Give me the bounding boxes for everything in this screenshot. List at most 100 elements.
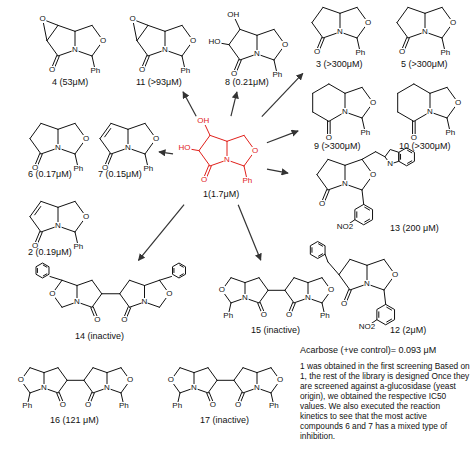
atom-label: N	[387, 160, 394, 168]
atom-label: N	[72, 46, 79, 54]
bond-line	[160, 277, 172, 281]
compound: ONOPhONOPh17 (inactive)	[160, 352, 295, 432]
atom-label: O	[234, 401, 241, 409]
bond-line	[317, 159, 328, 174]
atom-label: N	[342, 180, 349, 188]
bond-line	[365, 207, 370, 210]
bond-line	[245, 278, 259, 283]
atom-label: O	[410, 134, 417, 142]
reaction-arrow	[138, 205, 184, 261]
atom-label: O	[391, 271, 398, 279]
compound-label: 16 (121 μM)	[50, 416, 99, 426]
bond-line	[234, 368, 243, 381]
compound: ONOPh5 (>300μM)	[385, 2, 465, 72]
compound-label: 7 (0.15μM)	[98, 170, 142, 180]
atom-label: N	[337, 28, 344, 36]
atom-label: Ph	[90, 67, 101, 75]
compound: ONONO212 (2μM)	[295, 240, 435, 340]
bond-line	[210, 135, 227, 141]
bond-line	[47, 41, 58, 56]
atom-label: Ph	[242, 177, 253, 185]
structure-drawing	[290, 140, 470, 240]
compound-label: 12 (2μM)	[390, 326, 426, 336]
bond-line	[398, 84, 414, 93]
bond-line	[148, 25, 165, 31]
bond-line	[362, 190, 364, 204]
bond-line	[208, 368, 217, 381]
atom-label: N	[162, 46, 169, 54]
atom-label: O	[200, 176, 207, 184]
atom-label: O	[449, 19, 456, 27]
bond-line	[105, 129, 111, 137]
bond-line	[234, 380, 243, 393]
atom-label: N	[125, 144, 132, 152]
bond-line	[199, 151, 210, 166]
benzene-ring	[355, 204, 373, 224]
bond-line	[408, 150, 412, 152]
bond-line	[67, 380, 84, 381]
bond-line	[397, 23, 408, 38]
compound-label: 13 (200 μM)	[390, 224, 439, 234]
bond-line	[84, 380, 93, 393]
bond-line	[425, 7, 442, 13]
atom-label: Ph	[118, 402, 129, 410]
compound: ONOPh2 (0.19μM)	[18, 190, 90, 260]
bond-line	[227, 135, 244, 141]
bond-line	[319, 254, 323, 256]
atom-label: Ph	[223, 312, 234, 320]
compound-label: 3 (>300μM)	[316, 60, 362, 70]
compound: ONOONO14 (inactive)	[5, 262, 200, 347]
bond-line	[58, 123, 75, 129]
atom-label: O	[340, 300, 347, 308]
atom-label: N	[141, 298, 148, 306]
benzene-ring	[173, 263, 186, 278]
bond-line	[35, 207, 41, 215]
bond-line	[294, 278, 308, 283]
reaction-arrow	[267, 169, 288, 173]
compound-label: 9 (>300μM)	[314, 142, 360, 152]
bond-line	[137, 41, 148, 56]
reaction-arrow	[159, 152, 173, 154]
control-note: Acarbose (+ve control)= 0.093 μM	[300, 345, 470, 356]
atom-label: O	[260, 311, 267, 319]
atom-label: O	[325, 134, 332, 142]
atom-label: O	[454, 99, 461, 107]
bond-line	[43, 274, 47, 276]
atom-label: N	[191, 384, 198, 392]
reaction-arrow	[267, 131, 298, 143]
benzene-ring	[377, 304, 395, 324]
reaction-arrow	[183, 92, 196, 116]
bond-line	[339, 259, 350, 274]
bond-line	[240, 29, 257, 35]
benzene-ring	[36, 263, 49, 278]
atom-label: O	[285, 311, 292, 319]
atom-label: O	[94, 316, 101, 324]
bond-line	[58, 201, 75, 207]
bond-line	[387, 307, 392, 310]
bond-line	[43, 265, 47, 267]
atom-label: OH	[197, 117, 210, 125]
atom-label: Ph	[272, 71, 283, 79]
bond-line	[229, 29, 240, 44]
atom-label: O	[189, 37, 196, 45]
atom-label: Ph	[319, 312, 330, 320]
bond-line	[312, 23, 323, 38]
atom-label: N	[254, 50, 261, 58]
bond-line	[217, 380, 234, 381]
compound-label: 6 (0.17μM)	[28, 170, 72, 180]
compound-label: 15 (inactive)	[251, 326, 300, 336]
bond-line	[41, 201, 58, 207]
atom-label: O	[152, 135, 159, 143]
compound: ONOPh10 (>300μM)	[385, 78, 465, 154]
bond-line	[376, 152, 385, 157]
atom-label: O	[82, 135, 89, 143]
bond-line	[137, 25, 148, 40]
bond-line	[312, 93, 313, 112]
atom-label: OH	[227, 11, 240, 19]
atom-label: N	[422, 28, 429, 36]
atom-label: N	[41, 384, 48, 392]
atom-label: N	[364, 280, 371, 288]
bond-line	[44, 368, 58, 373]
atom-label: Ph	[143, 165, 154, 173]
bond-line	[75, 25, 92, 31]
